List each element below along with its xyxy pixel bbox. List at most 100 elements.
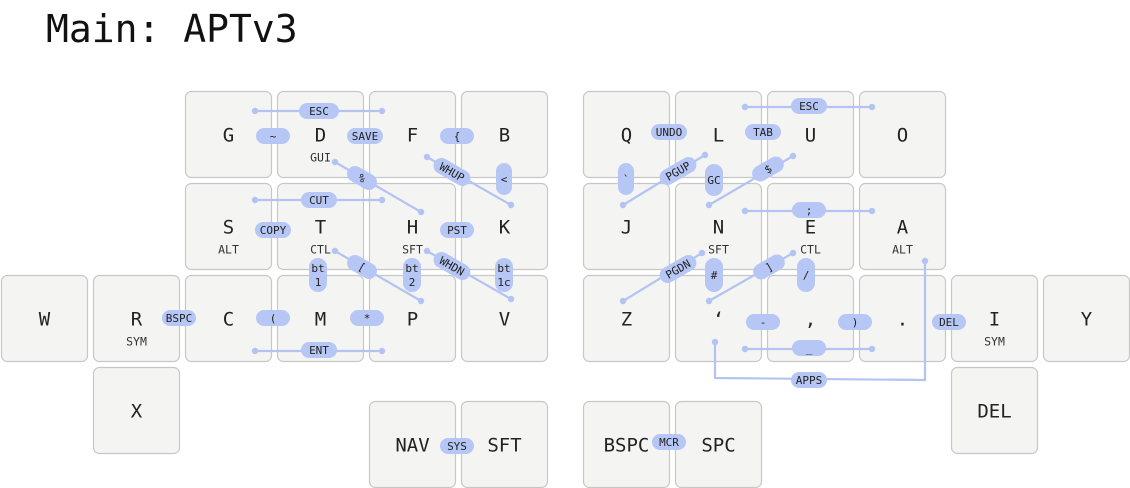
key-bspc: BSPC [582, 400, 671, 488]
combo-whup-endpoint [507, 201, 515, 209]
key-x-tap-label: X [131, 401, 143, 423]
combo-ent-endpoint [378, 347, 386, 355]
combo-tilde-label: ~ [270, 130, 277, 143]
combo-pgdn-pill [659, 255, 697, 283]
key-del-tap-label: DEL [977, 401, 1011, 423]
combo-undo-pill [651, 124, 687, 140]
combo-save: SAVE [347, 128, 383, 144]
key-f-tap-label: F [407, 125, 418, 147]
combo-copy-label: COPY [260, 224, 287, 237]
key-z: Z [582, 274, 671, 363]
key-del: DEL [950, 366, 1039, 455]
combo-esc-right-endpoint [741, 103, 749, 111]
key-i-tap-label: I [989, 309, 1000, 331]
combo-lt-label: < [501, 173, 508, 186]
combo-esc-left: ESC [299, 103, 339, 119]
key-t-tap-label: T [315, 217, 326, 239]
key-n-tap-label: N [713, 217, 724, 239]
combo-mcr-label: MCR [659, 436, 679, 449]
combo-undo: UNDO [651, 124, 687, 140]
combo-esc-right-endpoint [868, 103, 876, 111]
combo-tilde: ~ [256, 128, 290, 144]
combo-brace-label: { [454, 130, 461, 143]
combo-pst-pill [440, 222, 474, 238]
combo-esc-left-endpoint [378, 107, 386, 115]
key-j-tap-label: J [621, 217, 632, 239]
key-sft: SFT [460, 400, 549, 488]
combo-apps-endpoint [711, 338, 719, 346]
combo-esc-left-label: ESC [309, 105, 329, 118]
key-dot-tap-label: . [897, 309, 908, 331]
key-i-hold-label: SYM [984, 335, 1005, 349]
key-o: O [858, 90, 947, 179]
combo-lparen-label: ( [270, 312, 277, 325]
key-o-tap-label: O [897, 125, 908, 147]
key-k: K [460, 182, 549, 271]
combo-ent: ENT [301, 342, 337, 358]
combo-backtick-label: ` [623, 173, 630, 186]
key-m-tap-label: M [315, 309, 326, 331]
combo-gc-pill [705, 164, 723, 196]
combo-minus-label: - [760, 316, 767, 329]
combo-esc-left-endpoint [251, 107, 259, 115]
combo-hash: # [705, 258, 723, 292]
combo-slash-label: / [803, 269, 810, 282]
combo-mcr-pill [652, 434, 686, 450]
key-s-hold-label: ALT [218, 243, 239, 257]
combo-whdn-endpoint [423, 247, 431, 255]
combo-underscore-pill [792, 340, 826, 356]
combo-underscore-endpoint [741, 345, 749, 353]
combo-sys-pill [440, 438, 474, 454]
combo-sys-label: SYS [447, 440, 467, 453]
combo-underscore-label: _ [806, 342, 813, 355]
key-v-tap-label: V [499, 309, 510, 331]
key-y: Y [1042, 274, 1130, 363]
combo-apps-pill [791, 372, 827, 388]
key-g-tap-label: G [223, 125, 234, 147]
key-s-tap-label: S [223, 217, 234, 239]
combo-lbracket-endpoint [331, 247, 339, 255]
combo-tab: TAB [745, 124, 781, 140]
key-quote-tap-label: ‘ [713, 309, 724, 331]
combo-whup-endpoint [423, 153, 431, 161]
combo-slash-pill [797, 258, 815, 292]
combo-backtick-pill [618, 163, 634, 195]
key-g: G [184, 90, 273, 179]
combo-lt: < [496, 163, 512, 195]
combo-pst-label: PST [447, 224, 467, 237]
combo-cut-endpoint [378, 196, 386, 204]
key-y-tap-label: Y [1081, 309, 1093, 331]
combo-gc: GC [705, 164, 723, 196]
combo-hash-label: # [711, 269, 718, 282]
key-e-hold-label: CTL [800, 243, 821, 257]
key-r-tap-label: R [131, 309, 143, 331]
key-l-tap-label: L [713, 125, 724, 147]
combo-percent-endpoint [417, 208, 425, 216]
key-d-hold-label: GUI [310, 151, 331, 165]
combo-cut-endpoint [251, 196, 259, 204]
combo-underscore-endpoint [868, 345, 876, 353]
key-spc-tap-label: SPC [701, 435, 735, 457]
combo-rbracket-endpoint [789, 249, 797, 257]
combo-semicolon-endpoint [741, 207, 749, 215]
combo-semicolon-endpoint [868, 207, 876, 215]
key-w-tap-label: W [39, 309, 51, 331]
combo-pgup-pill [659, 157, 697, 185]
combo-percent-pill [347, 166, 377, 190]
combo-whdn-pill [433, 252, 471, 280]
key-q-tap-label: Q [621, 125, 632, 147]
combo-pgdn-endpoint [619, 297, 627, 305]
combo-del-combo-label: DEL [939, 316, 959, 329]
combo-slash: / [797, 258, 815, 292]
combo-undo-label: UNDO [656, 126, 683, 139]
combo-apps-label: APPS [796, 374, 823, 387]
combo-brace: { [440, 128, 474, 144]
combo-bspc-combo-label: BSPC [166, 312, 193, 325]
combo-dollar-endpoint [789, 152, 797, 160]
